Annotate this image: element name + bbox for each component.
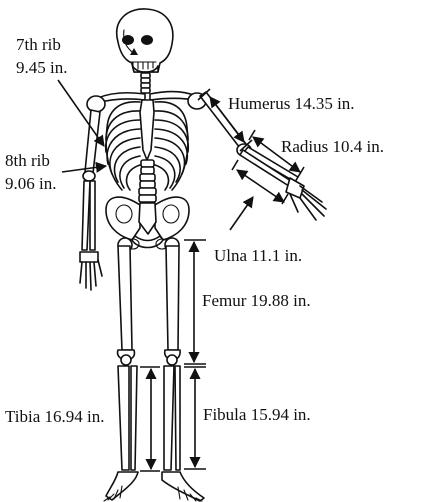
rib8-name-label: 8th rib <box>5 151 50 170</box>
lower-spine <box>139 160 156 202</box>
tibia-label: Tibia 16.94 in. <box>5 407 105 426</box>
femurs <box>118 238 181 365</box>
cervical-spine <box>141 73 150 93</box>
sternum <box>140 100 154 160</box>
tibia-dimension <box>140 367 160 471</box>
fibula-label: Fibula 15.94 in. <box>203 405 311 424</box>
skull <box>117 9 173 72</box>
rib7-length-label: 9.45 in. <box>16 58 67 77</box>
rib8-length-label: 9.06 in. <box>5 174 56 193</box>
rib7-name-label: 7th rib <box>16 35 61 54</box>
radius-label: Radius 10.4 in. <box>281 137 384 156</box>
rib8-leader <box>62 166 106 172</box>
feet <box>104 472 204 501</box>
lower-legs <box>118 366 180 470</box>
femur-label: Femur 19.88 in. <box>202 291 311 310</box>
ulna-label: Ulna 11.1 in. <box>214 246 302 265</box>
humerus-label: Humerus 14.35 in. <box>228 94 355 113</box>
